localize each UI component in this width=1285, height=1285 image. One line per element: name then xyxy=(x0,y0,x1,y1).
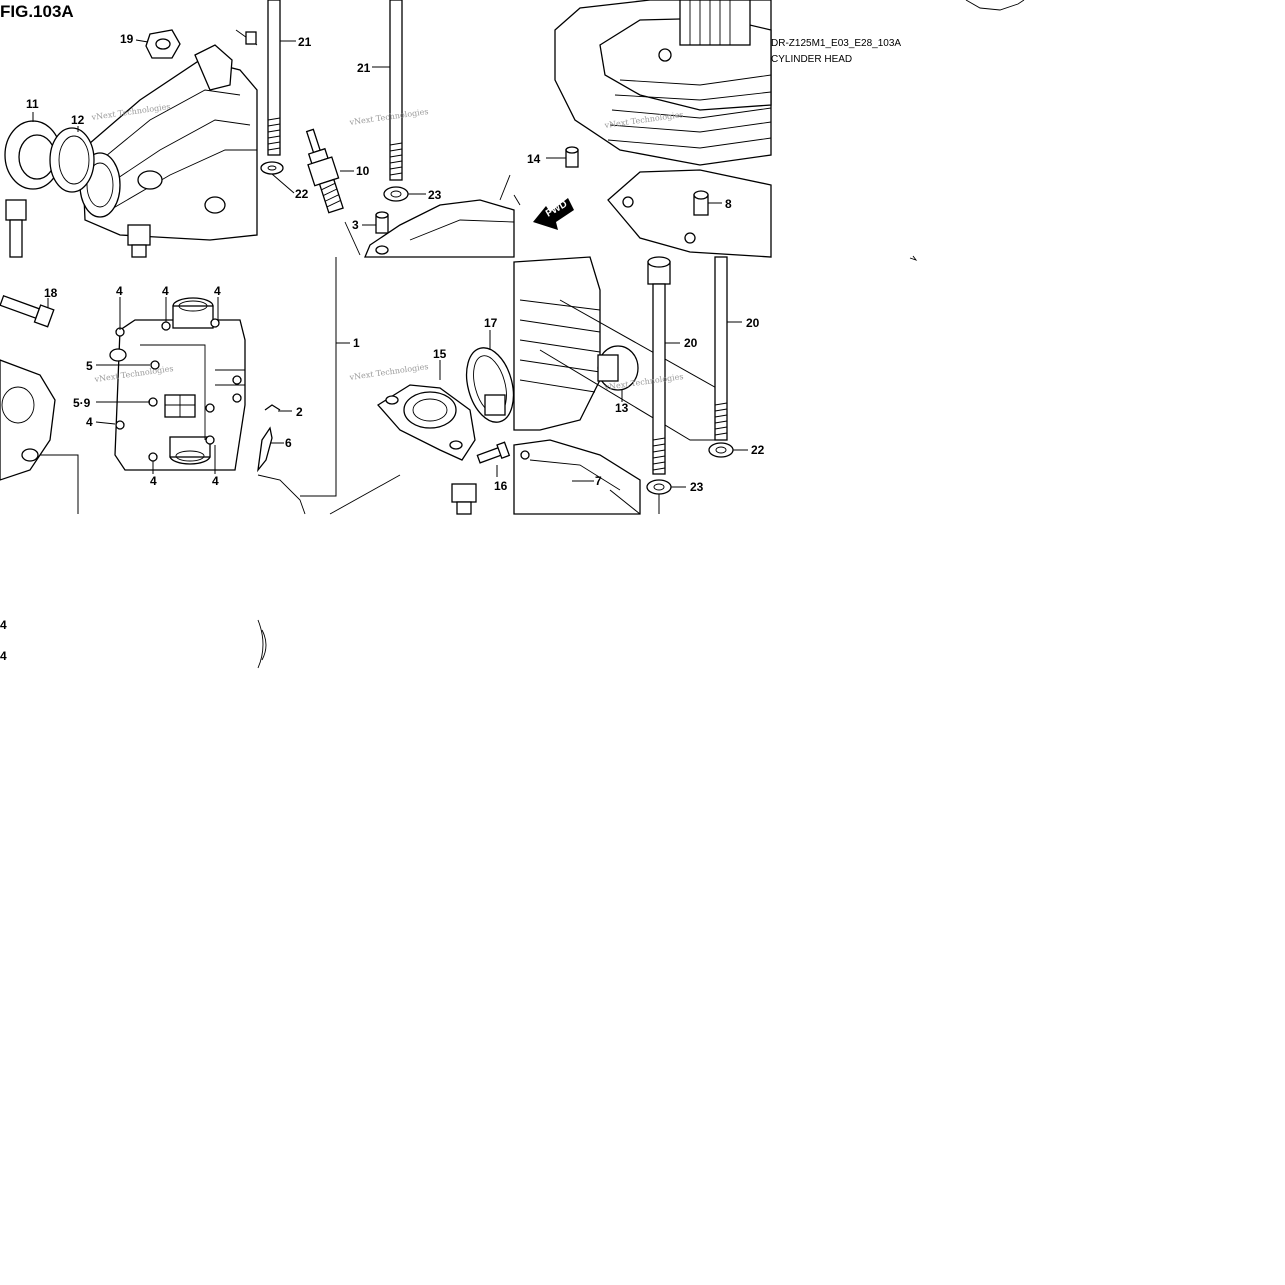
callout-6: 6 xyxy=(285,436,292,450)
figure-code: DR-Z125M1_E03_E28_103A xyxy=(771,38,901,49)
dowel-part xyxy=(362,211,389,234)
callout-22: 22 xyxy=(295,187,309,201)
callout-4: 4 xyxy=(0,649,7,663)
stud-part xyxy=(267,0,296,156)
hose-part xyxy=(257,426,273,473)
callout-4: 4 xyxy=(0,618,7,632)
tile-cylinder-head: FWD vNext Technologies xyxy=(513,0,772,258)
callout-4: 4 xyxy=(214,284,221,298)
washer-part xyxy=(646,479,672,495)
callout-21: 21 xyxy=(357,61,371,75)
cap-part xyxy=(597,345,639,402)
callout-4: 4 xyxy=(162,284,169,298)
callout-8: 8 xyxy=(725,197,732,211)
housing-bolts xyxy=(5,199,151,258)
watermark: vNext Technologies xyxy=(348,107,429,127)
callout-5: 5 xyxy=(86,359,93,373)
screw-part xyxy=(476,441,511,464)
callout-20: 20 xyxy=(684,336,698,350)
callout-4: 4 xyxy=(116,284,123,298)
cap-nut-part xyxy=(135,29,181,59)
tile-intake-pipe: vNext Technologies xyxy=(257,257,515,515)
stray-fragments xyxy=(257,0,1025,669)
callout-17: 17 xyxy=(484,316,498,330)
figure-title: FIG.103A xyxy=(0,2,74,21)
callout-11: 11 xyxy=(26,97,39,111)
spark-plug-part xyxy=(305,128,344,214)
washer-part xyxy=(708,442,734,458)
clamp-part xyxy=(465,330,515,423)
leader-lines xyxy=(95,297,219,474)
callout-22: 22 xyxy=(751,443,765,457)
section-title: CYLINDER HEAD xyxy=(771,54,852,65)
callout-4: 4 xyxy=(86,415,93,429)
tile-cylinder: vNext Technologies xyxy=(513,256,748,515)
callout-10: 10 xyxy=(356,164,370,178)
tile-rocker-housing: vNext Technologies xyxy=(4,29,258,258)
bolt-part xyxy=(647,256,680,475)
callout-23: 23 xyxy=(428,188,442,202)
stud-part xyxy=(714,256,742,441)
callout-15: 15 xyxy=(433,347,447,361)
callout-1: 1 xyxy=(353,336,360,350)
callout-labels: 19 21 21 11 12 10 22 23 14 3 8 18 4 4 4 … xyxy=(0,32,765,663)
washer-part xyxy=(260,161,284,175)
intake-pipe-part xyxy=(377,360,476,461)
callout-4: 4 xyxy=(212,474,219,488)
callout-19: 19 xyxy=(120,32,134,46)
callout-16: 16 xyxy=(494,479,508,493)
callout-7: 7 xyxy=(595,474,602,488)
plug-part xyxy=(4,112,62,190)
callout-12: 12 xyxy=(71,113,85,127)
tile-head-cover: vNext Technologies xyxy=(0,294,246,514)
washer-part xyxy=(383,186,409,202)
callout-18: 18 xyxy=(44,286,58,300)
callout-20: 20 xyxy=(746,316,760,330)
forward-arrow: FWD xyxy=(533,198,574,230)
callout-5-9: 5·9 xyxy=(73,396,91,410)
stud-part xyxy=(372,0,403,181)
callout-23: 23 xyxy=(690,480,704,494)
rocker-housing-part xyxy=(79,29,258,241)
watermark: vNext Technologies xyxy=(348,362,429,382)
callout-14: 14 xyxy=(527,152,541,166)
cover-gasket-part xyxy=(109,297,246,471)
bolt-part xyxy=(0,294,55,328)
clip-part xyxy=(264,404,281,411)
o-ring-part xyxy=(49,126,95,193)
callout-13: 13 xyxy=(615,401,629,415)
callout-21: 21 xyxy=(298,35,312,49)
callout-3: 3 xyxy=(352,218,359,232)
callout-2: 2 xyxy=(296,405,303,419)
callout-4: 4 xyxy=(150,474,157,488)
